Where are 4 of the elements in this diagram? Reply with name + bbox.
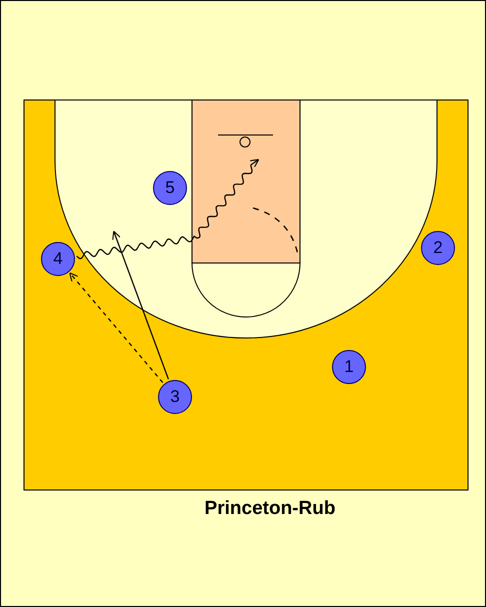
- diagram-title: Princeton-Rub: [204, 497, 336, 521]
- pass-arrow: [69, 272, 164, 383]
- dribble-arrow: [76, 159, 260, 260]
- cut-arrow: [112, 230, 169, 380]
